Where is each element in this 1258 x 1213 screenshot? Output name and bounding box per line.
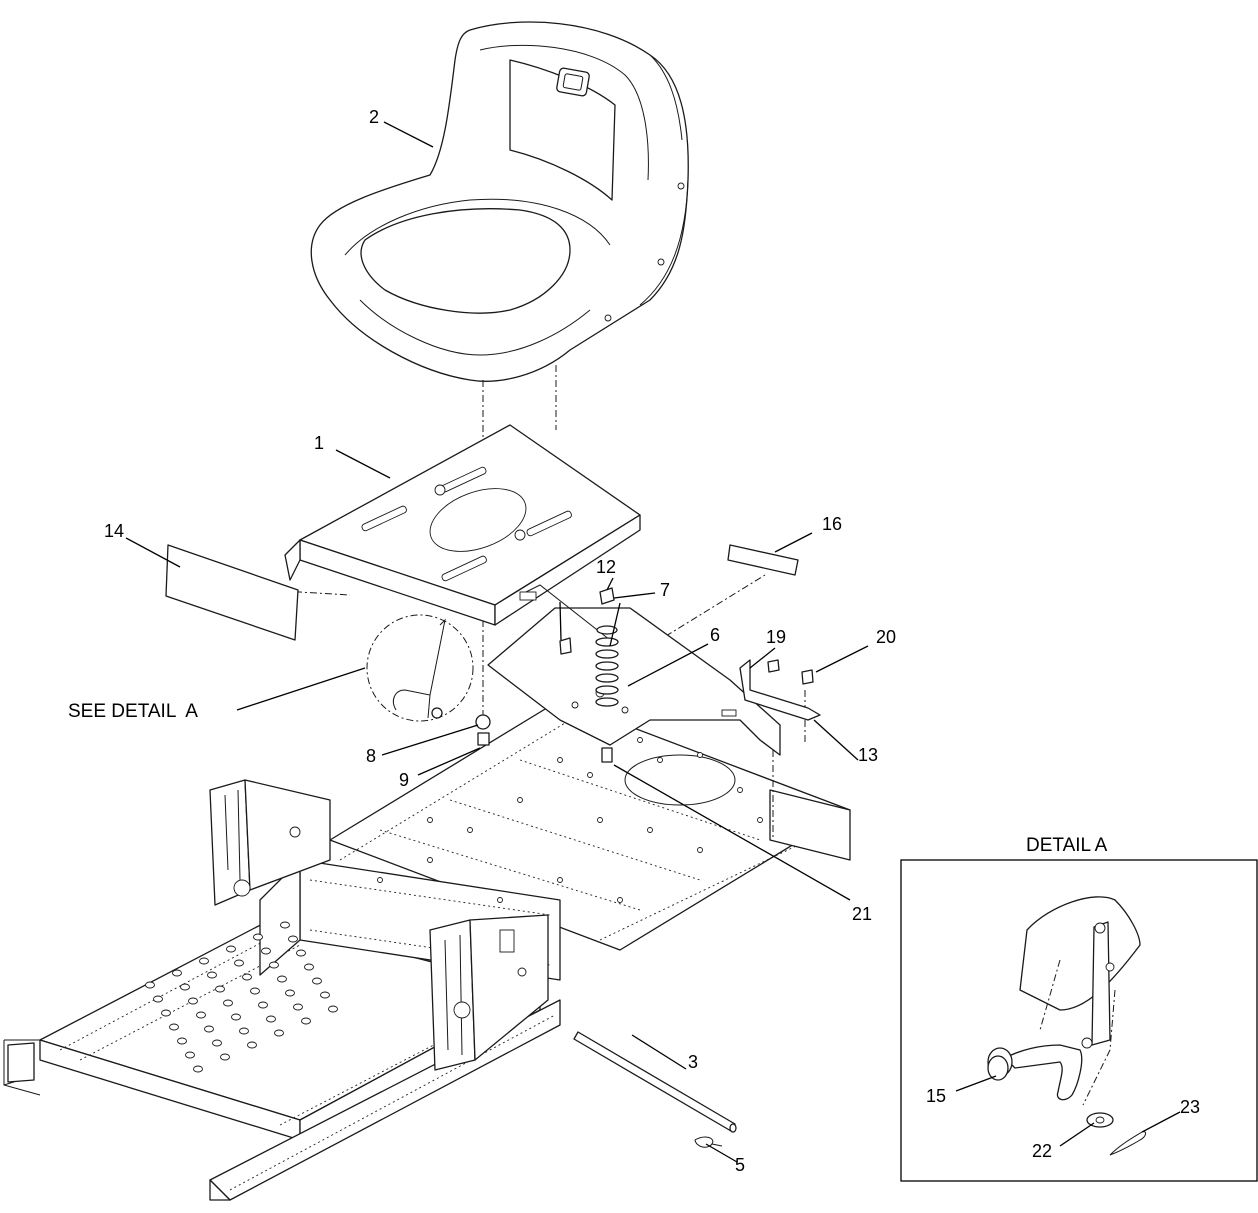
- floor-hole: [312, 977, 322, 985]
- frame-hole: [737, 787, 743, 793]
- callout-20: 20: [876, 627, 896, 647]
- callout-3: 3: [688, 1052, 698, 1072]
- frame-hole: [557, 877, 563, 883]
- floor-hole: [277, 975, 287, 983]
- floor-hole: [266, 1015, 276, 1023]
- frame-hole: [587, 772, 593, 778]
- callout-15: 15: [926, 1086, 946, 1106]
- floor-hole: [296, 949, 306, 957]
- floor-hole: [226, 945, 236, 953]
- floor-hole: [280, 921, 290, 929]
- frame-hole: [697, 752, 703, 758]
- floor-hole: [193, 1065, 203, 1073]
- frame-hole: [557, 757, 563, 763]
- callout-16: 16: [822, 514, 842, 534]
- floor-hole: [169, 1023, 179, 1031]
- mower-frame: [3, 699, 851, 1201]
- callout-22: 22: [1032, 1141, 1052, 1161]
- floor-hole: [185, 1051, 195, 1059]
- detail-a-box: [900, 859, 1258, 1182]
- seat-plate: [284, 424, 641, 626]
- decal-14: [165, 544, 299, 641]
- frame-hole: [697, 847, 703, 853]
- floor-hole: [234, 959, 244, 967]
- leader-lines: [125, 121, 1181, 1163]
- floor-hole: [247, 1041, 257, 1049]
- seat: [310, 21, 689, 382]
- callout-7: 7: [660, 580, 670, 600]
- floor-hole: [261, 947, 271, 955]
- hinge-rod: [573, 1031, 737, 1133]
- floor-hole: [253, 933, 263, 941]
- floor-hole: [239, 1027, 249, 1035]
- frame-hole: [377, 877, 383, 883]
- floor-hole: [188, 997, 198, 1005]
- callout-5: 5: [735, 1155, 745, 1175]
- floor-hole: [204, 1025, 214, 1033]
- floor-hole: [161, 1009, 171, 1017]
- frame-hole: [647, 827, 653, 833]
- callout-2: 2: [369, 107, 379, 127]
- callout-9: 9: [399, 770, 409, 790]
- floor-hole: [258, 1001, 268, 1009]
- floor-hole: [196, 1011, 206, 1019]
- cotter-pin: [694, 1136, 723, 1148]
- floor-hole: [231, 1013, 241, 1021]
- callout-8: 8: [366, 746, 376, 766]
- floor-hole: [215, 985, 225, 993]
- floor-hole: [274, 1029, 284, 1037]
- floor-hole: [301, 1017, 311, 1025]
- floor-hole: [199, 957, 209, 965]
- frame-hole: [657, 757, 663, 763]
- frame-hole: [637, 737, 643, 743]
- hardware: [475, 587, 814, 763]
- floor-hole: [172, 969, 182, 977]
- callout-13: 13: [858, 745, 878, 765]
- floor-hole: [250, 987, 260, 995]
- callout-1: 1: [314, 433, 324, 453]
- floor-hole: [304, 963, 314, 971]
- frame-hole: [427, 817, 433, 823]
- floor-hole: [220, 1053, 230, 1061]
- floor-hole: [293, 1003, 303, 1011]
- floor-hole: [223, 999, 233, 1007]
- callout-21: 21: [852, 904, 872, 924]
- floor-hole: [212, 1039, 222, 1047]
- bracket-13: [739, 659, 821, 721]
- detail-a-title: DETAIL A: [1026, 835, 1108, 856]
- detail-a-circle: [366, 614, 474, 722]
- frame-hole: [427, 857, 433, 863]
- floor-hole: [288, 935, 298, 943]
- floor-hole: [328, 1005, 338, 1013]
- suspension-bracket: [487, 584, 781, 756]
- callout-23: 23: [1180, 1097, 1200, 1117]
- frame-hole: [497, 897, 503, 903]
- decal-16: [727, 544, 799, 576]
- floor-hole: [177, 1037, 187, 1045]
- callout-19: 19: [766, 627, 786, 647]
- see-detail-label: SEE DETAIL A: [68, 701, 198, 722]
- callout-6: 6: [710, 625, 720, 645]
- floor-hole: [145, 981, 155, 989]
- frame-hole: [757, 817, 763, 823]
- floor-hole: [207, 971, 217, 979]
- floor-hole-pattern: [145, 921, 338, 1073]
- frame-hole-pattern: [377, 737, 763, 903]
- frame-hole: [467, 827, 473, 833]
- floor-hole: [180, 983, 190, 991]
- frame-hole: [617, 897, 623, 903]
- callout-12: 12: [596, 557, 616, 577]
- floor-hole: [269, 961, 279, 969]
- callout-14: 14: [104, 521, 124, 541]
- floor-hole: [320, 991, 330, 999]
- spring: [595, 625, 619, 707]
- floor-hole: [285, 989, 295, 997]
- alignment-lines: [264, 365, 806, 840]
- floor-hole: [153, 995, 163, 1003]
- callout-numbers: 2 1 14 16 12 7 6 19 20 13 8 9 21 3 5 15 …: [104, 107, 1200, 1175]
- frame-hole: [517, 797, 523, 803]
- floor-hole: [242, 973, 252, 981]
- frame-hole: [597, 817, 603, 823]
